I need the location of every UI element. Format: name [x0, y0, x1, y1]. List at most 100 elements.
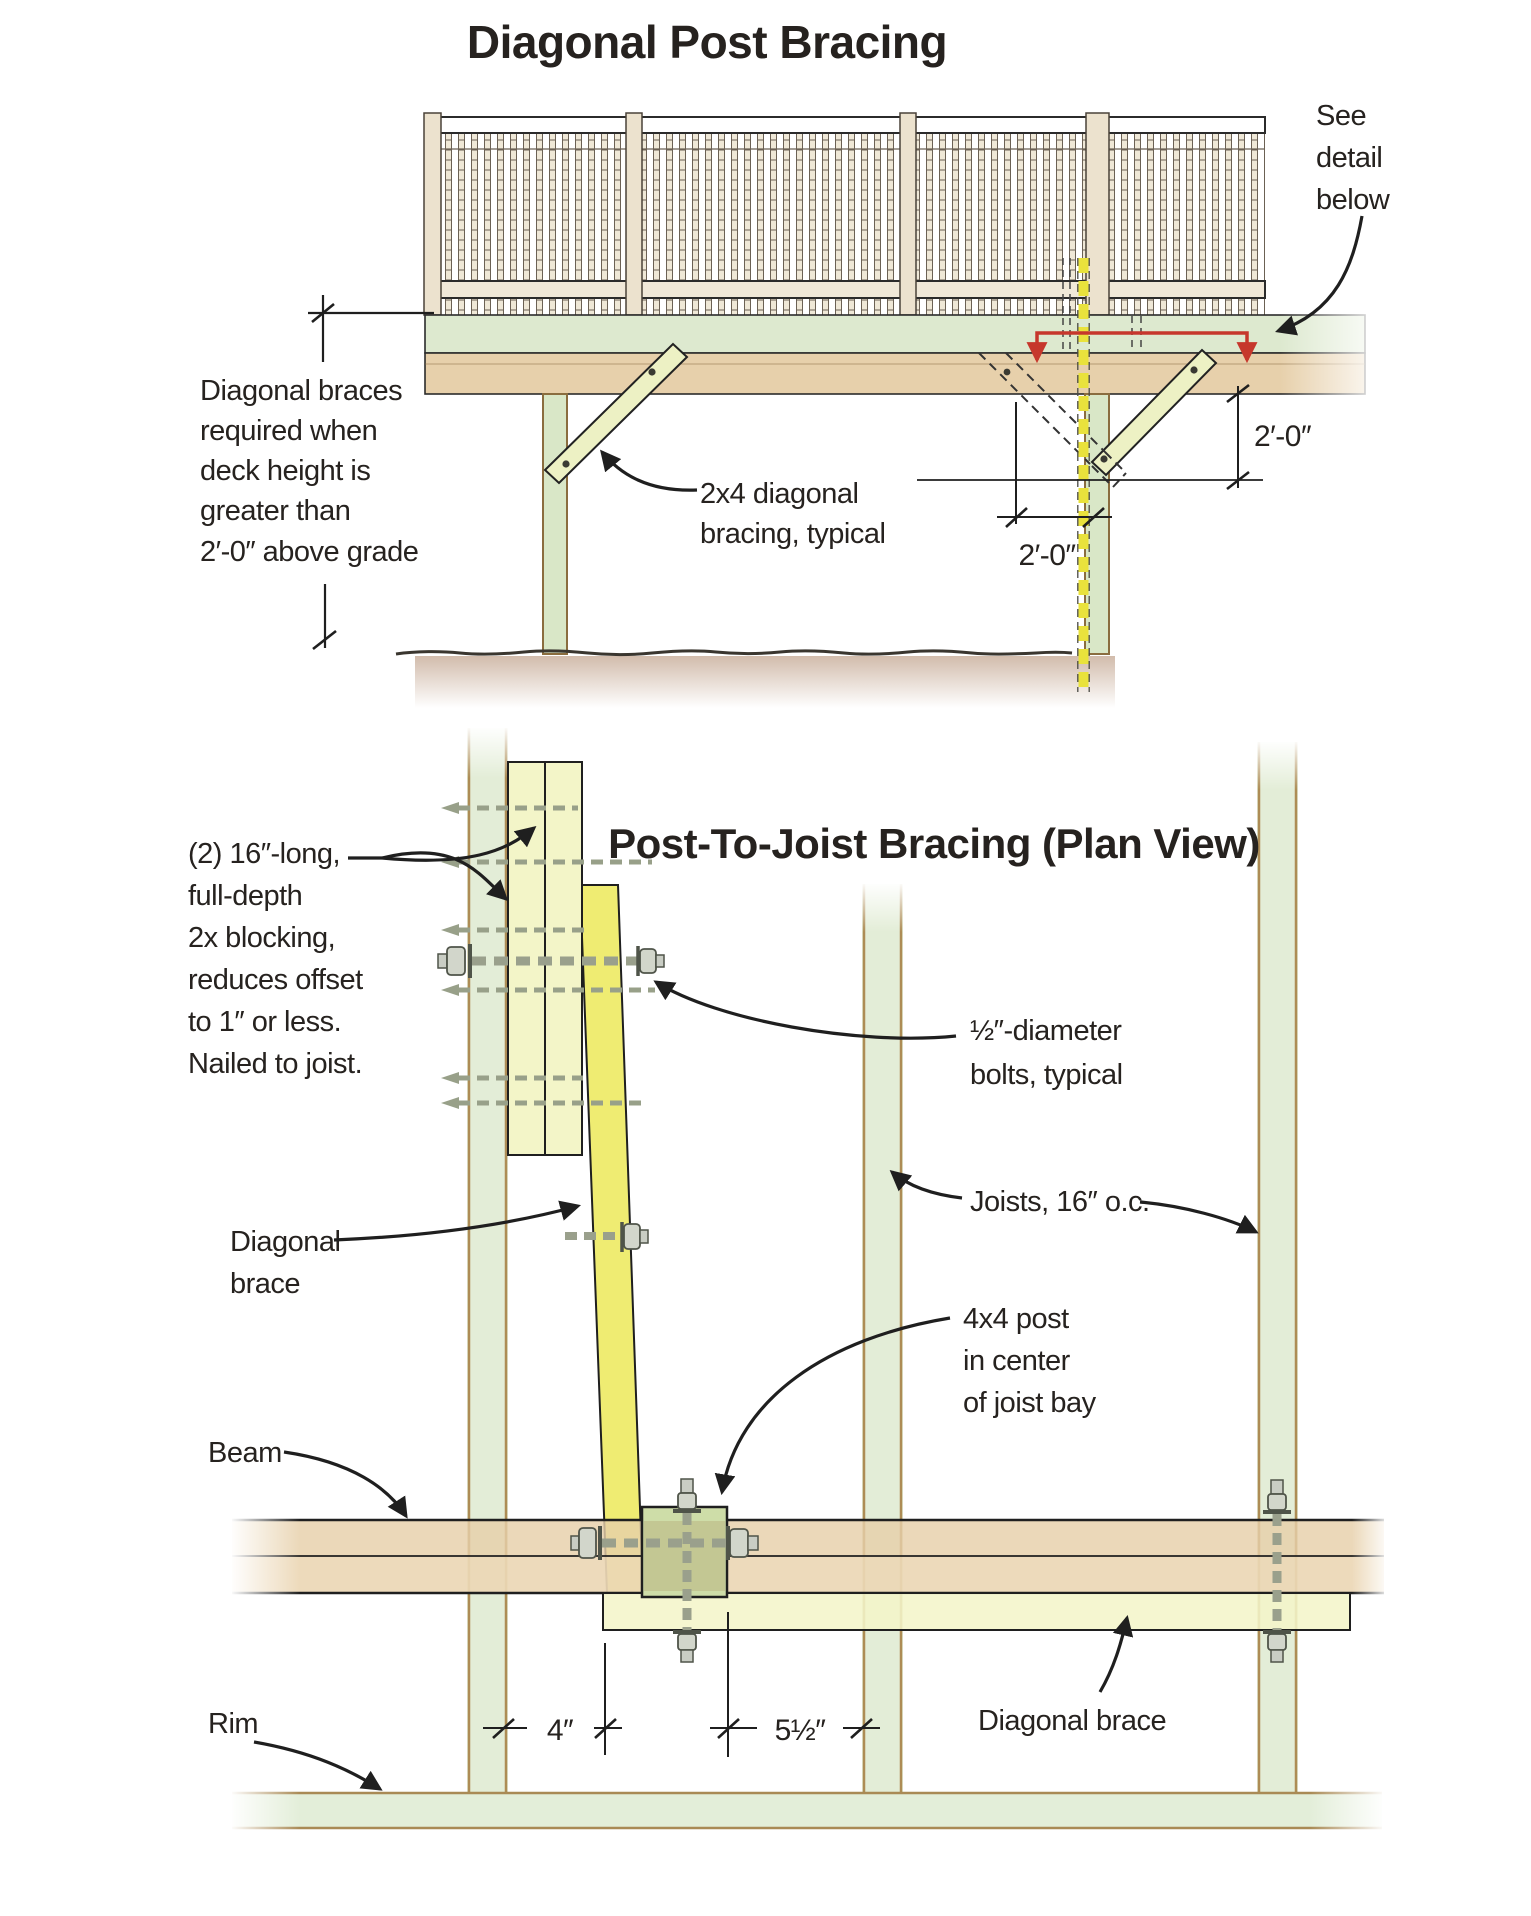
svg-text:reduces offset: reduces offset — [188, 964, 363, 996]
post-callout: 4x4 post in center of joist bay — [714, 1303, 1097, 1496]
baluster-stub-field — [427, 298, 1265, 315]
see-detail-note: See detail below — [1275, 100, 1391, 336]
svg-text:See: See — [1316, 100, 1366, 132]
dim-2ft-right: 2′-0″ — [917, 383, 1312, 491]
band-joist — [424, 352, 1366, 395]
svg-text:2x blocking,: 2x blocking, — [188, 922, 335, 954]
svg-text:2x4 diagonal: 2x4 diagonal — [700, 478, 858, 510]
bolt-dot — [1003, 368, 1011, 376]
joist-bolt — [1263, 1479, 1291, 1663]
svg-text:4x4 post: 4x4 post — [963, 1303, 1069, 1335]
svg-text:Diagonal brace: Diagonal brace — [978, 1705, 1166, 1737]
dim-2ft-right-label: 2′-0″ — [1254, 420, 1312, 453]
beam-callout: Beam — [208, 1437, 408, 1519]
diagonal-brace-arrow — [333, 1200, 582, 1242]
svg-text:of joist bay: of joist bay — [963, 1387, 1097, 1419]
svg-text:bracing, typical: bracing, typical — [700, 518, 885, 550]
dim-2ft-bottom-label: 2′-0″ — [1018, 539, 1076, 572]
svg-text:full-depth: full-depth — [188, 880, 302, 912]
post-bolt — [673, 1478, 701, 1663]
diagonal-brace-arrow-2 — [1098, 1614, 1134, 1693]
rim-joist — [232, 1791, 1382, 1830]
bolt-dot — [562, 460, 570, 468]
post-left — [542, 393, 568, 655]
post-arrow — [714, 1316, 951, 1496]
svg-text:bolts, typical: bolts, typical — [970, 1059, 1123, 1091]
bottom-rail — [424, 280, 1266, 299]
bolt-dot — [1190, 366, 1198, 374]
svg-text:Diagonal: Diagonal — [230, 1226, 340, 1258]
blocking-note: (2) 16″-long, full-depth 2x blocking, re… — [188, 826, 537, 1080]
plan-title: Post-To-Joist Bracing (Plan View) — [608, 820, 1260, 867]
joists-arrow-right — [1139, 1200, 1259, 1234]
joists-callout: Joists, 16″ o.c. — [889, 1169, 1259, 1234]
bolts-arrow — [653, 980, 957, 1040]
rim-fade-right — [1310, 1788, 1386, 1833]
blocking-arrow-2 — [381, 851, 509, 902]
dim-4in-label: 4″ — [547, 1714, 574, 1747]
highlighted-brace-dashes — [1077, 258, 1090, 692]
grade-line — [395, 649, 1115, 708]
rim-fade-left — [230, 1788, 300, 1833]
beam — [232, 1518, 1384, 1595]
plan-brace-horizontal — [602, 1592, 1351, 1631]
elevation-diagram: 2′-0″ 2′-0″ Diagonal braces required whe… — [200, 16, 1391, 708]
fade-right — [1280, 95, 1390, 405]
svg-text:(2) 16″-long,: (2) 16″-long, — [188, 838, 340, 870]
svg-text:Nailed to joist.: Nailed to joist. — [188, 1048, 362, 1080]
brace-callout: 2x4 diagonal bracing, typical — [600, 449, 886, 550]
see-detail-arrow — [1275, 215, 1364, 336]
dim-4in: 4″ — [483, 1643, 622, 1755]
rim-arrow — [253, 1740, 383, 1791]
diagonal-brace-hidden — [978, 352, 1127, 488]
top-rail — [424, 116, 1266, 134]
svg-text:deck height is: deck height is — [200, 455, 370, 487]
rail-post-mid2 — [899, 112, 917, 316]
diagonal-brace-callout: Diagonal brace — [230, 1200, 582, 1300]
svg-text:Rim: Rim — [208, 1708, 258, 1740]
diagonal-brace-left — [543, 342, 689, 485]
bolts-callout: ½″-diameter bolts, typical — [653, 980, 1123, 1091]
deck-railing — [423, 112, 1266, 316]
blocking-arrow-1 — [381, 826, 537, 862]
brace-callout-arrow — [600, 449, 698, 492]
svg-text:required when: required when — [200, 415, 377, 447]
nails — [441, 802, 655, 1109]
beam-bolt — [570, 1526, 759, 1560]
beam-arrow — [283, 1450, 408, 1519]
svg-text:in center: in center — [963, 1345, 1071, 1377]
beam-fade-left — [230, 1512, 300, 1602]
height-note: Diagonal braces required when deck heigh… — [200, 375, 419, 568]
joist-left — [464, 726, 511, 1794]
dim-2ft-bottom: 2′-0″ — [997, 402, 1112, 572]
dirt-shading — [415, 656, 1115, 708]
svg-text:below: below — [1316, 184, 1391, 216]
joist-middle — [859, 882, 906, 1794]
elevation-title: Diagonal Post Bracing — [467, 16, 947, 68]
baluster-field — [427, 133, 1265, 281]
svg-text:½″-diameter: ½″-diameter — [970, 1015, 1122, 1047]
svg-text:2′-0″ above grade: 2′-0″ above grade — [200, 536, 418, 568]
beam-fade-right — [1352, 1512, 1390, 1602]
joists-arrow-left — [889, 1169, 963, 1200]
diagonal-brace-callout-2: Diagonal brace — [978, 1614, 1167, 1737]
brace-bolt — [565, 1222, 649, 1252]
rail-post-mid — [625, 112, 643, 316]
height-dimension — [308, 295, 434, 651]
svg-text:Diagonal braces: Diagonal braces — [200, 375, 402, 407]
rim-callout: Rim — [208, 1708, 383, 1791]
dim-5half: 5½″ — [710, 1612, 880, 1757]
svg-text:detail: detail — [1316, 142, 1382, 174]
blocking-bolt — [437, 944, 665, 978]
bolt-dot — [1100, 455, 1108, 463]
svg-text:greater than: greater than — [200, 495, 350, 527]
svg-text:to 1″ or less.: to 1″ or less. — [188, 1006, 341, 1038]
bolt-dot — [648, 368, 656, 376]
deck-boards — [424, 314, 1366, 395]
plan-diagram: 4″ 5½″ (2) 16″-long, full-depth 2x block… — [188, 726, 1390, 1833]
rail-post-left — [423, 112, 442, 316]
dim-5half-label: 5½″ — [775, 1714, 827, 1747]
detail-extent-bracket — [1026, 331, 1258, 364]
